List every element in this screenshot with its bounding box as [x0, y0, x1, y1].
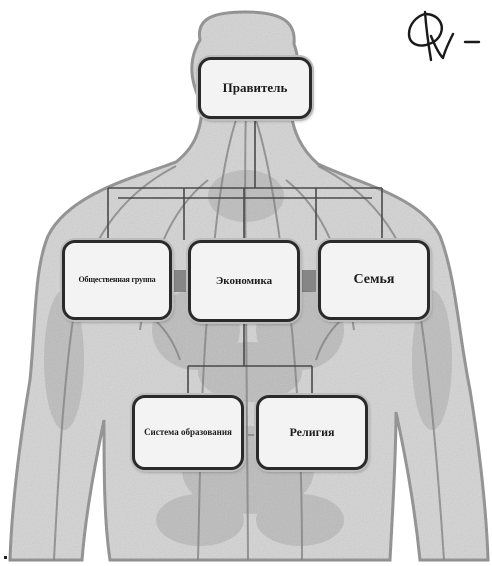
node-education-label: Система образования — [140, 426, 236, 440]
corner-dot — [4, 556, 7, 559]
node-society: Общественная группа — [62, 240, 172, 320]
handwritten-signature — [395, 6, 487, 66]
node-religion-label: Религия — [286, 424, 339, 441]
node-family: Семья — [318, 240, 430, 320]
node-economy-label: Экономика — [212, 273, 276, 289]
node-ruler-label: Правитель — [219, 79, 292, 97]
node-society-label: Общественная группа — [75, 274, 160, 287]
node-education: Система образования — [132, 395, 244, 470]
node-family-label: Семья — [349, 270, 398, 289]
node-ruler: Правитель — [198, 57, 312, 119]
node-economy: Экономика — [188, 240, 300, 322]
node-religion: Религия — [256, 395, 368, 470]
